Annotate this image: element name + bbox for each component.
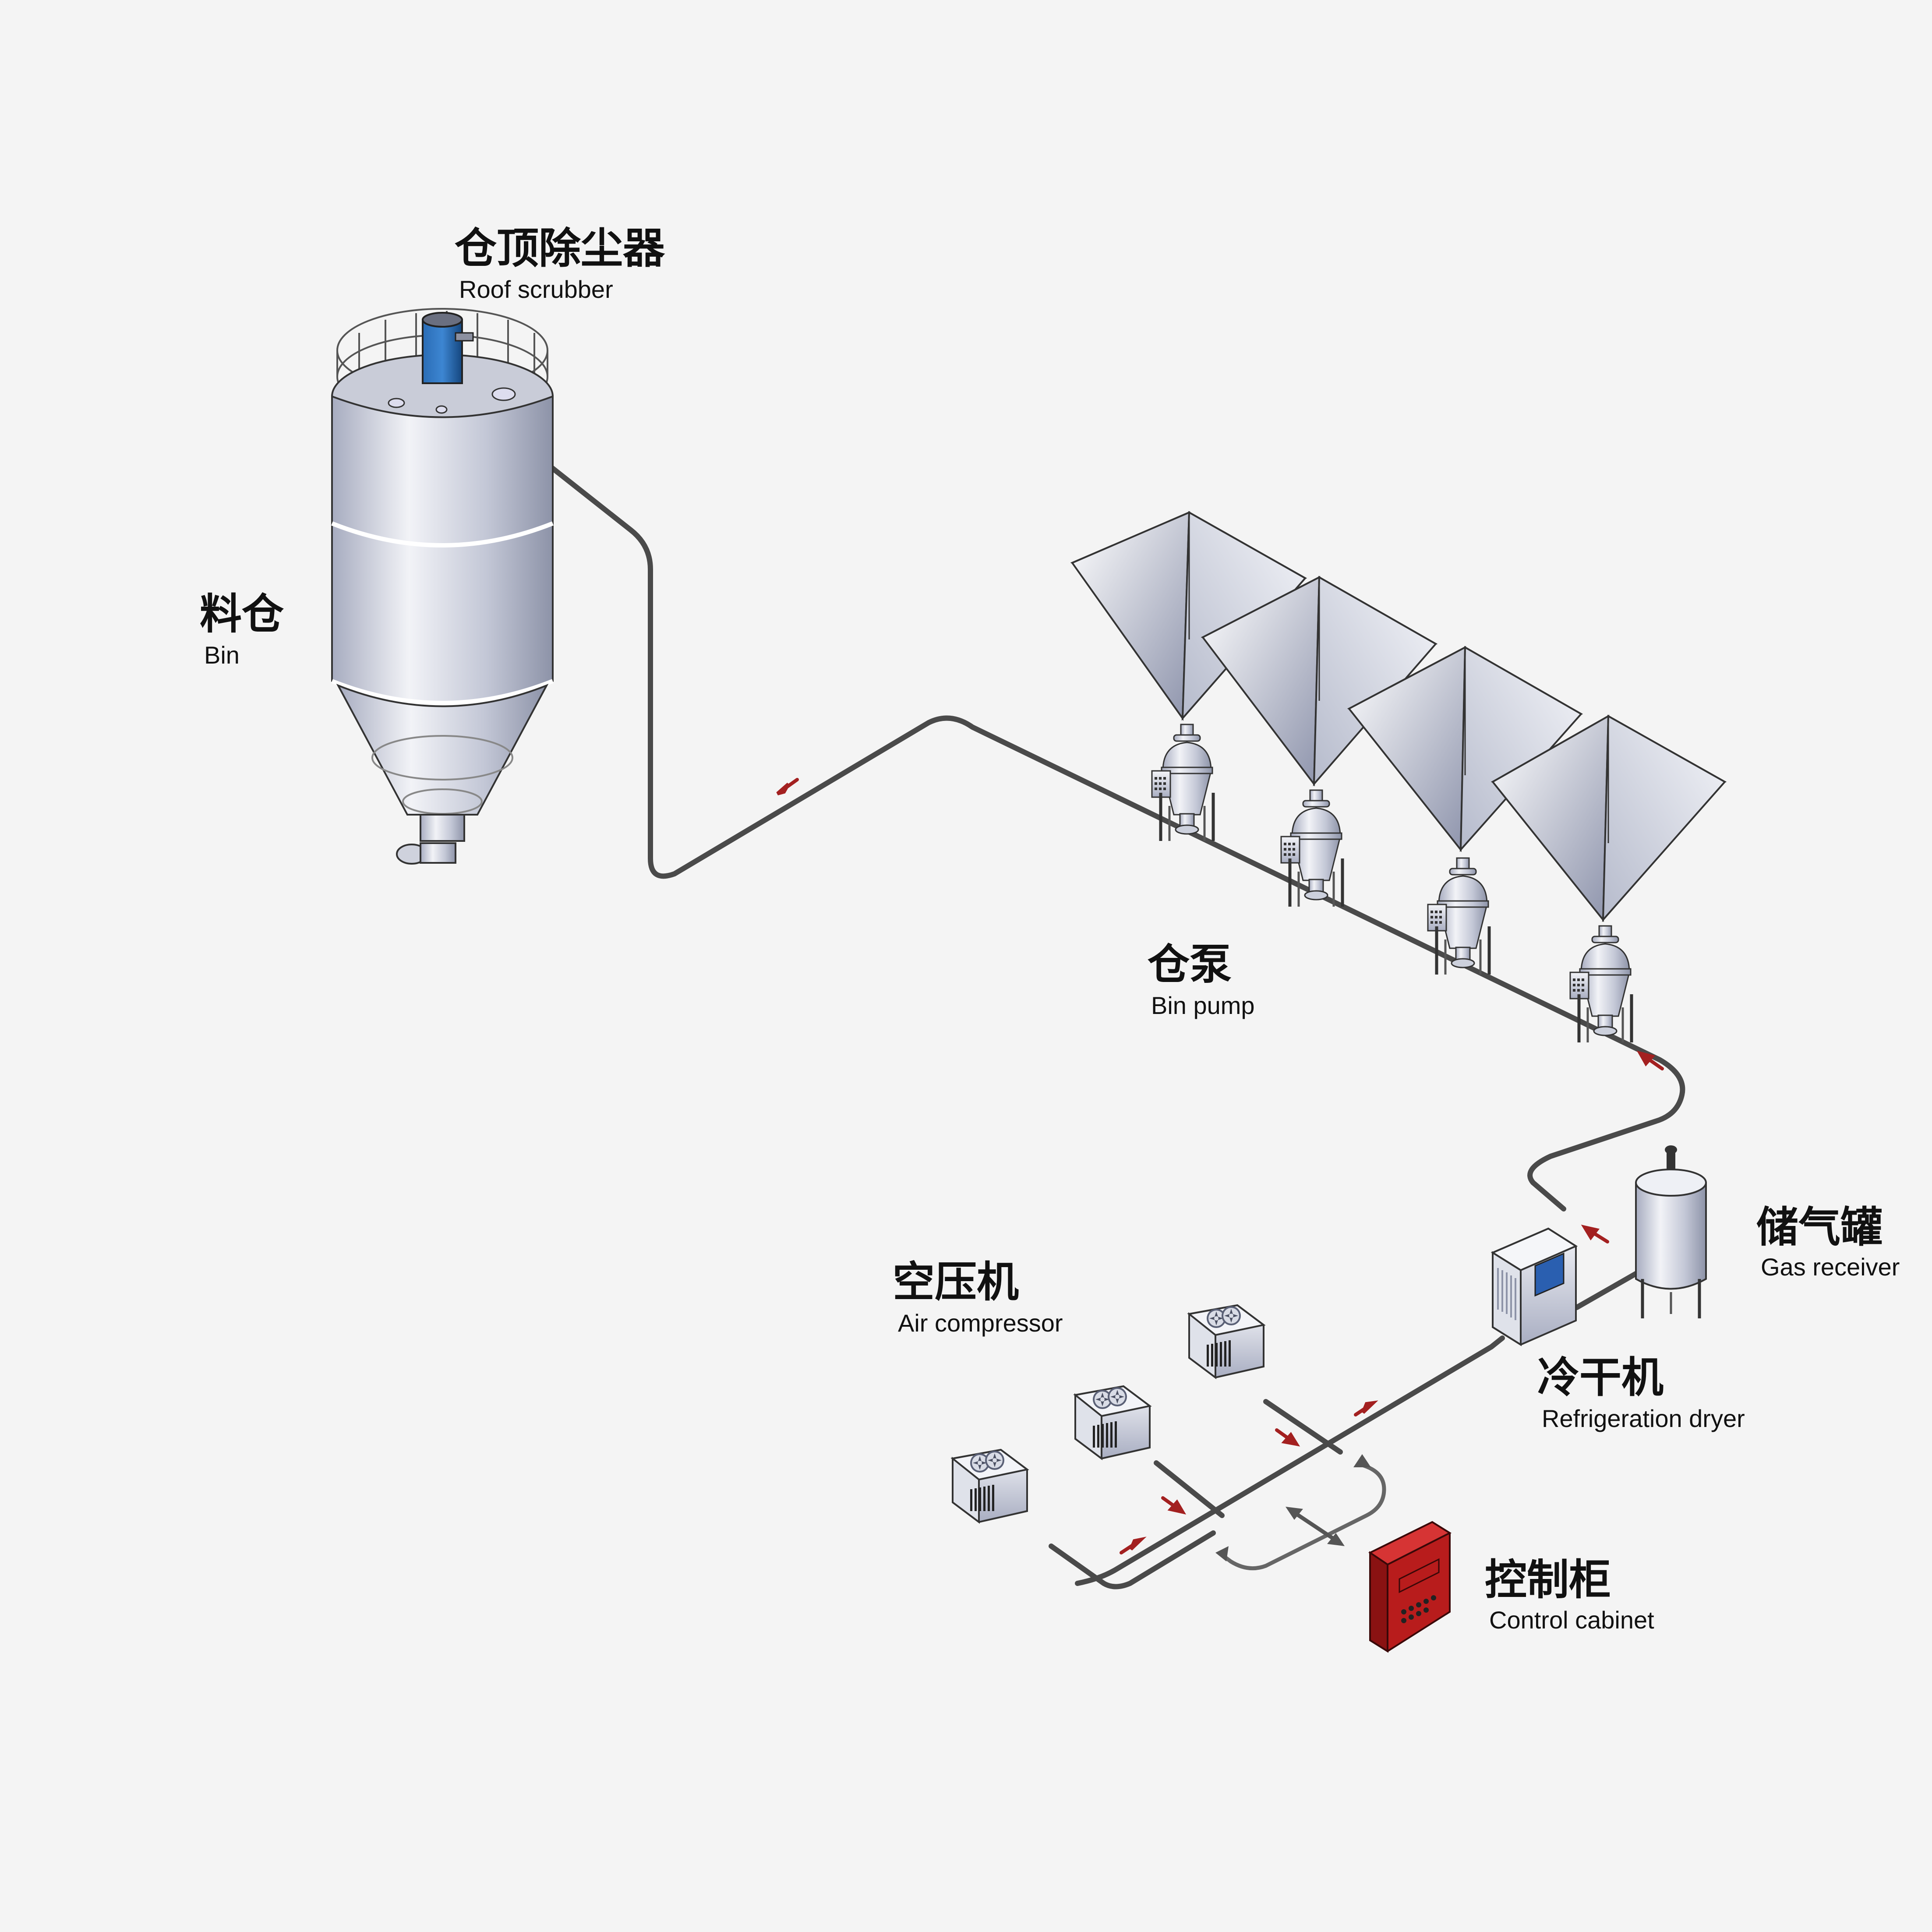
label-bin-en: Bin — [204, 641, 240, 669]
label-bin-pump-en: Bin pump — [1151, 992, 1255, 1019]
label-roof-scrubber: 仓顶除尘器 Roof scrubber — [455, 224, 665, 303]
flow-arrow — [1636, 1050, 1664, 1070]
label-bin: 料仓 Bin — [200, 590, 284, 669]
bin-pump-3 — [1428, 858, 1489, 975]
bin-cone — [336, 684, 549, 816]
bin-pump-array — [1070, 511, 1727, 1042]
bin-pump-2 — [1281, 790, 1342, 907]
air-compressor-1 — [953, 1450, 1027, 1522]
label-control-cabinet-en: Control cabinet — [1489, 1606, 1654, 1634]
label-bin-pump-zh: 仓泵 — [1148, 940, 1232, 989]
air-compressor-array — [953, 1305, 1264, 1522]
control-arrow-double — [1286, 1507, 1345, 1546]
receiver-dryer-pipe — [1574, 1270, 1641, 1310]
air-compressor-3 — [1189, 1305, 1264, 1377]
label-control-cabinet: 控制柜 Control cabinet — [1485, 1555, 1654, 1634]
label-refrigeration-dryer: 冷干机 Refrigeration dryer — [1537, 1353, 1745, 1432]
flow-arrow — [1581, 1225, 1609, 1243]
control-arrow — [1353, 1454, 1371, 1467]
compressor-branch-2 — [1154, 1460, 1225, 1518]
control-arrow — [1215, 1546, 1229, 1561]
control-loop-pipe — [1220, 1463, 1386, 1571]
hopper-4 — [1491, 714, 1727, 922]
control-cabinet-unit — [1368, 1521, 1452, 1653]
label-gas-receiver-en: Gas receiver — [1761, 1253, 1900, 1281]
control-arrows — [1215, 1454, 1371, 1561]
label-gas-receiver: 储气罐 Gas receiver — [1756, 1203, 1900, 1281]
flow-arrow — [1275, 1428, 1300, 1447]
roof-scrubber-unit — [422, 312, 474, 384]
label-air-compressor-en: Air compressor — [898, 1309, 1063, 1337]
label-control-cabinet-zh: 控制柜 — [1485, 1555, 1611, 1604]
bin-silo — [331, 308, 554, 865]
bin-outlet-valve — [396, 842, 456, 865]
flow-arrow — [1120, 1536, 1147, 1554]
flow-arrow — [1354, 1400, 1378, 1416]
refrigeration-dryer-unit — [1491, 1227, 1578, 1346]
bin-pump-1 — [1152, 724, 1213, 841]
label-refrigeration-dryer-zh: 冷干机 — [1537, 1353, 1664, 1402]
main-conveying-pipe — [545, 462, 1685, 1211]
compressor-branch-3 — [1263, 1399, 1343, 1455]
bin-body — [331, 395, 554, 705]
bin-pump-4 — [1570, 926, 1632, 1042]
air-compressor-2 — [1075, 1386, 1150, 1459]
flow-arrow — [776, 778, 799, 795]
label-gas-receiver-zh: 储气罐 — [1756, 1203, 1883, 1252]
label-roof-scrubber-en: Roof scrubber — [459, 275, 613, 303]
hopper-2 — [1201, 576, 1438, 787]
label-refrigeration-dryer-en: Refrigeration dryer — [1542, 1405, 1745, 1432]
compressor-branch-1 — [1049, 1530, 1216, 1589]
flow-arrows — [776, 778, 1664, 1554]
pipe-network — [545, 462, 1685, 1589]
label-bin-zh: 料仓 — [200, 590, 284, 639]
label-air-compressor: 空压机 Air compressor — [893, 1257, 1063, 1337]
gas-receiver-tank — [1635, 1145, 1707, 1318]
label-bin-pump: 仓泵 Bin pump — [1148, 940, 1255, 1019]
label-air-compressor-zh: 空压机 — [893, 1257, 1019, 1307]
hopper-3 — [1347, 646, 1583, 852]
label-roof-scrubber-zh: 仓顶除尘器 — [455, 224, 665, 273]
flow-arrow — [1161, 1496, 1187, 1515]
compressor-header-pipe — [1075, 1335, 1505, 1586]
